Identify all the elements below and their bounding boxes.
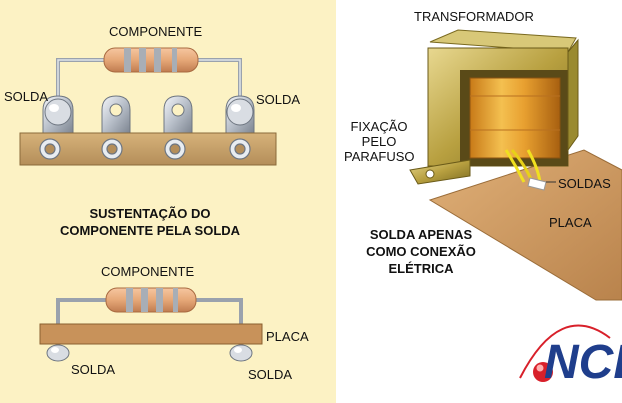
solder-label-top-right: SOLDA bbox=[256, 92, 301, 107]
caption-left: SUSTENTAÇÃO DO COMPONENTE PELA SOLDA bbox=[59, 206, 241, 238]
terminal-lugs bbox=[42, 95, 255, 135]
resistor-bottom bbox=[105, 287, 197, 313]
transformer-illustration bbox=[409, 29, 622, 301]
component-label-bottom: COMPONENTE bbox=[101, 264, 195, 279]
solders-label: SOLDAS bbox=[558, 176, 611, 191]
logo-wordmark: NCB bbox=[544, 336, 622, 389]
resistor-top bbox=[103, 47, 199, 73]
solder-label-top-left: SOLDA bbox=[4, 89, 49, 104]
board-mount-illustration bbox=[39, 287, 263, 362]
caption-right: SOLDA APENAS COMO CONEXÃO ELÉTRICA bbox=[366, 227, 476, 276]
solder-label-bottom-right: SOLDA bbox=[248, 367, 293, 382]
board-label-right: PLACA bbox=[549, 215, 592, 230]
board-label-left: PLACA bbox=[266, 329, 309, 344]
board-side bbox=[39, 323, 263, 345]
ncb-logo-icon: NCB bbox=[519, 324, 622, 389]
screw-mount-label: FIXAÇÃO PELO PARAFUSO bbox=[344, 119, 415, 164]
strip-rivets bbox=[39, 138, 251, 160]
component-label-top: COMPONENTE bbox=[109, 24, 203, 39]
bottom-solder-joints bbox=[46, 344, 253, 362]
terminal-strip-illustration bbox=[19, 47, 277, 166]
solder-label-bottom-left: SOLDA bbox=[71, 362, 116, 377]
transformer-label: TRANSFORMADOR bbox=[414, 9, 534, 24]
